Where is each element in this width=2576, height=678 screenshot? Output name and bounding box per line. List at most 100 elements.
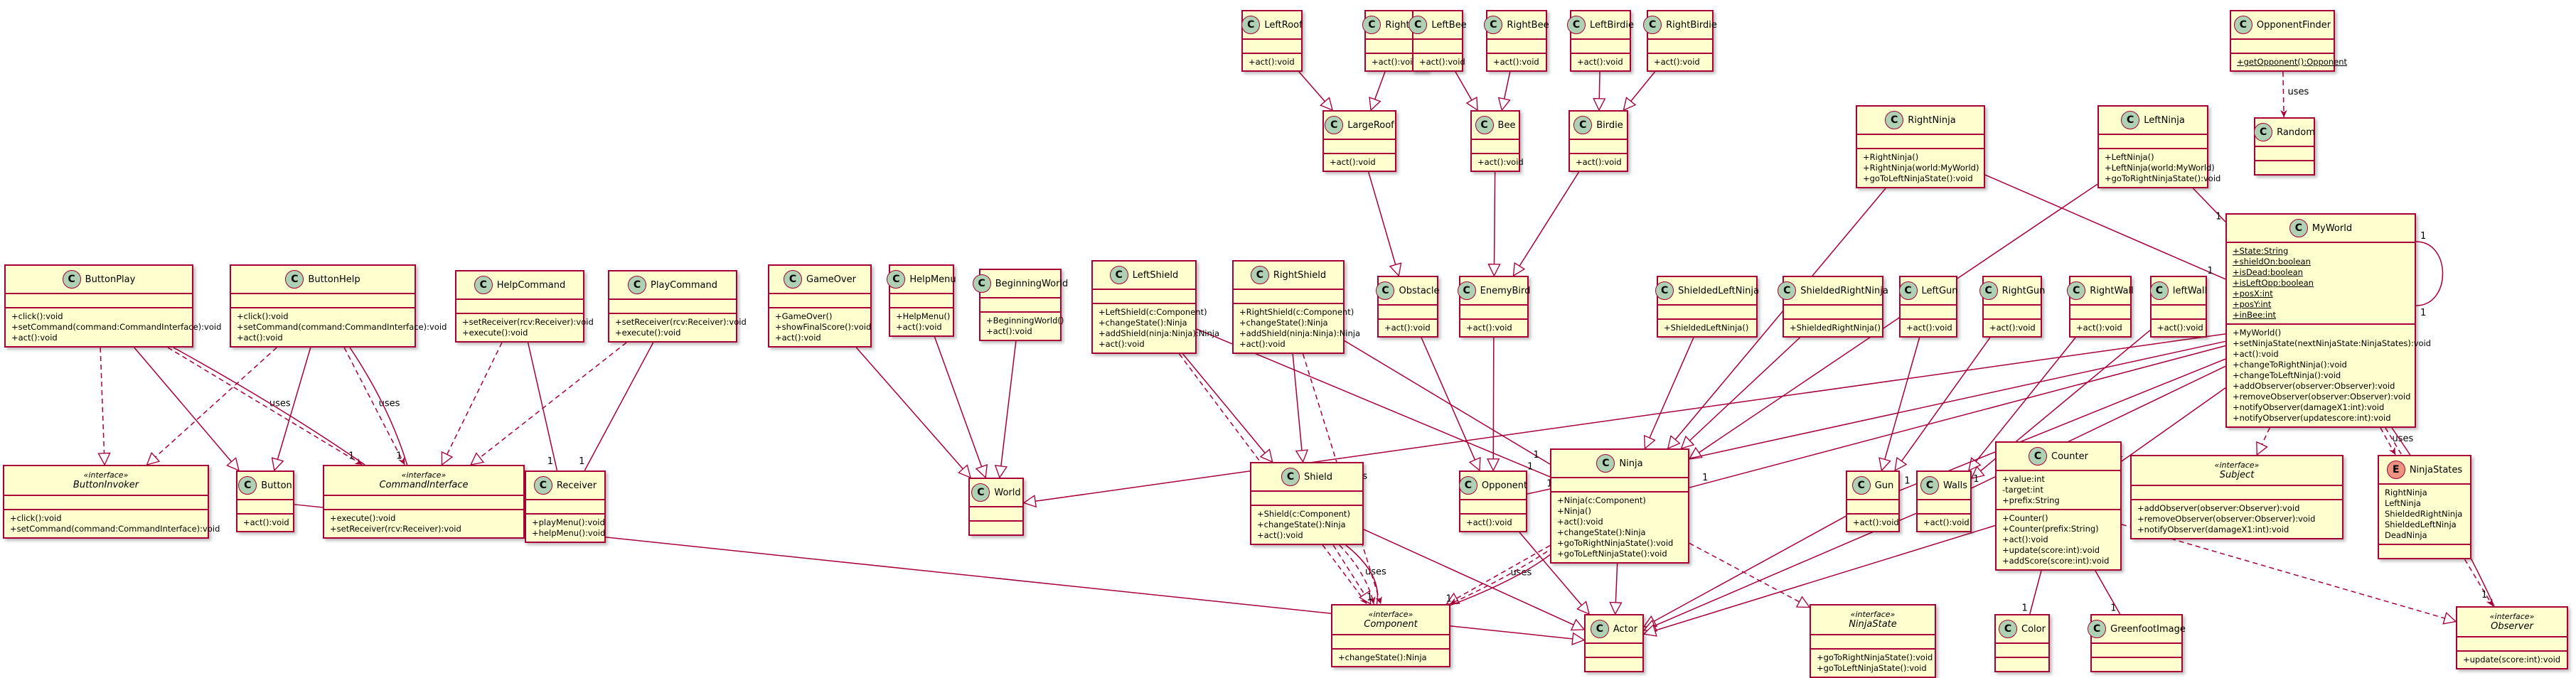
class-badge-icon: C	[1281, 468, 1300, 486]
class-badge-icon: C	[784, 270, 802, 289]
method: +update(score:int):void	[2002, 545, 2100, 555]
method: +act():void	[1906, 323, 1952, 333]
methods-section: +act():void	[1847, 513, 1899, 531]
method: +Ninja()	[1557, 506, 1591, 516]
method: +act():void	[1466, 517, 1512, 527]
multiplicity-label: 1	[2216, 211, 2221, 222]
methods-section	[2379, 544, 2470, 558]
association-line	[2121, 387, 2226, 462]
class-badge-icon: C	[62, 270, 81, 289]
method: +GameOver()	[775, 311, 833, 321]
method: +act():void	[1493, 57, 1539, 67]
dependency-line	[2380, 427, 2396, 456]
methods-section: +act():void	[237, 513, 293, 531]
multiplicity-label: 1	[2481, 590, 2487, 601]
class-badge-icon: C	[238, 476, 257, 495]
class-badge-icon: C	[1851, 476, 1871, 495]
stereotype-label: «interface»	[2214, 461, 2260, 470]
method: +act():void	[775, 333, 821, 343]
extends-line	[1363, 529, 1584, 630]
method: +RightNinja()	[1863, 152, 1919, 162]
class-name: MyWorld	[2312, 222, 2353, 234]
method: +addScore(score:int):void	[2002, 556, 2110, 566]
realizes-line	[1332, 544, 1371, 604]
method: +changeState():Ninja	[1557, 527, 1646, 537]
method: +LeftNinja(world:MyWorld)	[2105, 163, 2215, 173]
class-name: PlayCommand	[651, 279, 717, 291]
method: +changeState():Ninja	[1239, 318, 1328, 328]
extends-line	[1298, 71, 1332, 110]
method: +act():void	[1384, 323, 1431, 333]
attributes-section	[1251, 490, 1362, 505]
method: +getOpponent():Opponent	[2237, 57, 2348, 67]
class-badge-icon: C	[887, 270, 906, 289]
association-line	[349, 347, 408, 466]
class-subject: «interface»Subject+addObserver(observer:…	[2130, 455, 2343, 539]
attributes-section	[1571, 38, 1630, 53]
method: +act():void	[986, 326, 1032, 336]
methods-section	[970, 520, 1022, 534]
method: +setCommand(command:CommandInterface):vo…	[11, 322, 222, 332]
attributes-section	[2255, 146, 2314, 160]
multiplicity-label: 1	[396, 451, 402, 461]
extends-line	[274, 347, 311, 470]
attributes-section	[1918, 499, 1970, 513]
attributes-section	[1324, 139, 1395, 153]
method: +act():void	[1654, 57, 1700, 67]
method: +playMenu():void	[532, 517, 605, 527]
method: +setCommand(command:CommandInterface):vo…	[237, 322, 447, 332]
class-name: Shield	[1304, 471, 1332, 483]
association-line	[1984, 174, 2226, 280]
stereotype-label: «interface»	[2489, 612, 2535, 621]
extends-line	[934, 336, 985, 478]
method: +goToRightNinjaState():void	[2105, 173, 2221, 183]
class-observer: «interface»Observer+update(score:int):vo…	[2456, 606, 2568, 669]
class-component: «interface»Component+changeState():Ninja	[1331, 604, 1450, 667]
class-name: ShieldedRightNinja	[1800, 285, 1888, 296]
methods-section: +addObserver(observer:Observer):void+rem…	[2132, 499, 2342, 538]
method: +Counter()	[2002, 513, 2048, 523]
attributes-section	[2231, 38, 2334, 53]
extends-line	[1599, 71, 1600, 110]
attributes-section	[324, 495, 523, 509]
extends-line	[1292, 353, 1303, 462]
extends-line	[1182, 353, 1273, 462]
class-header: «interface»Observer	[2457, 608, 2567, 636]
method: +act():void	[1853, 517, 1899, 527]
extends-line	[1502, 71, 1509, 110]
attribute: +value:int	[2002, 474, 2045, 484]
extends-line	[1644, 524, 1996, 634]
class-badge-icon: C	[1484, 16, 1503, 34]
attributes-section	[526, 499, 604, 513]
method: +HelpMenu()	[896, 311, 951, 321]
class-badge-icon: C	[1979, 281, 1998, 300]
class-name: NinjaState	[1849, 619, 1897, 630]
attributes-section	[1784, 304, 1882, 318]
attributes-section	[890, 293, 953, 307]
class-name: RightBirdie	[1666, 19, 1717, 31]
attributes-section: +value:int-target:int+prefix:String	[1997, 470, 2120, 509]
methods-section: +GameOver()+showFinalScore():void+act():…	[769, 307, 871, 346]
method: +act():void	[1372, 57, 1418, 67]
method: +RightNinja(world:MyWorld)	[1863, 163, 1979, 173]
attributes-section	[1570, 139, 1627, 153]
stereotype-label: «interface»	[1850, 610, 1896, 619]
extends-line	[1881, 337, 1920, 470]
method: +changeState():Ninja	[1099, 318, 1187, 328]
